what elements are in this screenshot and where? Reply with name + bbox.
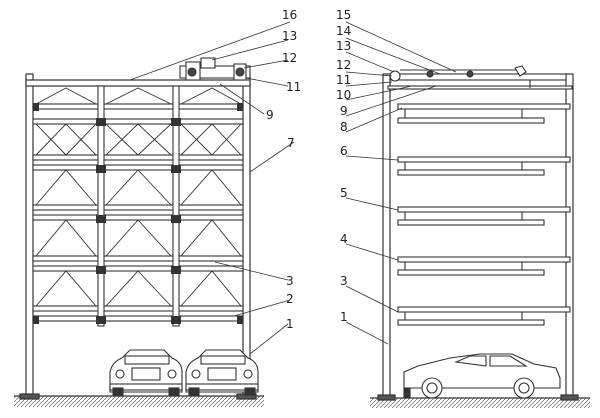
left-brackets: [33, 103, 243, 324]
ground-left: [14, 395, 264, 407]
label-left-12: 12: [282, 51, 297, 65]
left-columns: [19, 73, 257, 400]
label-left-1: 1: [286, 317, 294, 331]
label-right-10: 10: [336, 88, 351, 102]
left-top-beam: [25, 79, 251, 87]
label-right-12: 12: [336, 58, 351, 72]
right-side-view: [345, 21, 590, 408]
label-left-3: 3: [286, 274, 294, 288]
right-pallet-level-6: [397, 103, 571, 124]
ground-right: [370, 397, 590, 408]
label-left-16: 16: [282, 8, 297, 22]
right-pallets: [397, 103, 571, 326]
right-pallet-level-4: [397, 206, 571, 226]
right-pallet-level-5: [397, 156, 571, 176]
left-car-1: [109, 349, 183, 396]
label-right-8: 8: [340, 120, 348, 134]
left-levels: [32, 85, 244, 327]
right-pallet-level-3: [397, 256, 571, 276]
label-left-11: 11: [286, 80, 301, 94]
left-leader-lines: [129, 21, 295, 355]
label-left-7: 7: [287, 136, 295, 150]
label-right-4: 4: [340, 232, 348, 246]
left-level-beams: [32, 103, 244, 322]
label-right-11: 11: [336, 73, 351, 87]
label-right-14: 14: [336, 24, 351, 38]
label-right-9: 9: [340, 104, 348, 118]
left-labels: 16 13 12 11 9 7 3 2 1: [266, 8, 301, 331]
right-top-beam: [387, 65, 573, 90]
label-right-1: 1: [340, 310, 348, 324]
left-inner-posts: [97, 85, 180, 327]
right-leader-lines: [345, 21, 457, 345]
left-truss-diagonals: [35, 87, 242, 307]
right-labels: 15 14 13 12 11 10 9 8 6 5 4 3 1: [336, 8, 351, 324]
label-right-3: 3: [340, 274, 348, 288]
label-left-2: 2: [286, 292, 294, 306]
label-right-15: 15: [336, 8, 351, 22]
left-car-2: [185, 349, 259, 396]
right-pallet-level-2: [397, 306, 571, 326]
label-right-6: 6: [340, 144, 348, 158]
label-left-13: 13: [282, 29, 297, 43]
left-drive-unit: [179, 57, 251, 81]
right-side-car: [403, 353, 561, 399]
label-right-5: 5: [340, 186, 348, 200]
label-left-9: 9: [266, 108, 274, 122]
right-columns: [377, 73, 579, 401]
left-front-view: [14, 21, 295, 407]
label-right-13: 13: [336, 39, 351, 53]
